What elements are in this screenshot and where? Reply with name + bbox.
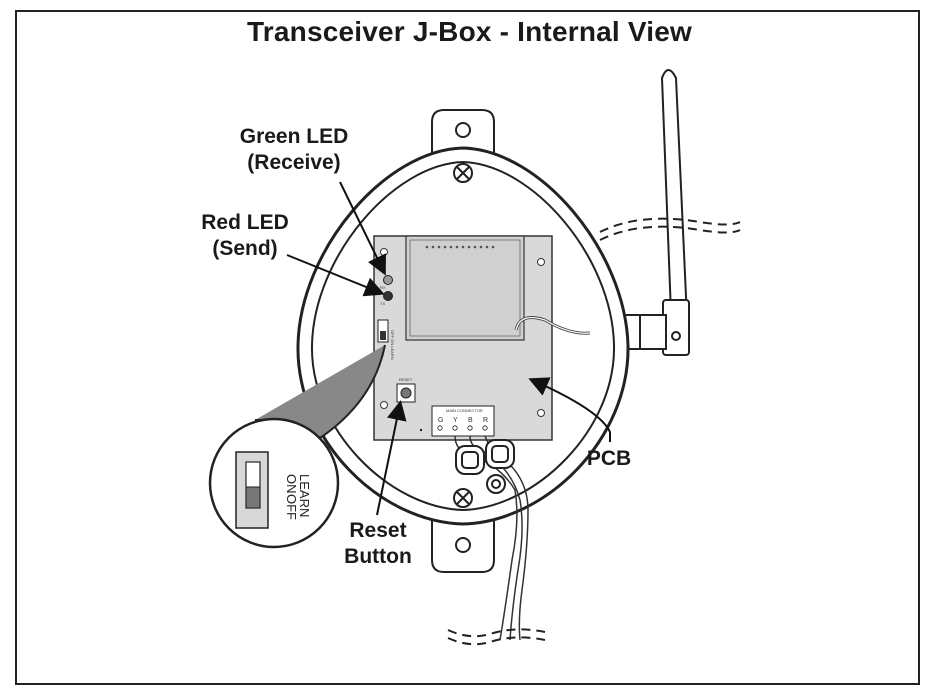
- cable-grommets: [455, 439, 515, 494]
- label-green-led: Green LED (Receive): [239, 125, 349, 174]
- green-led: [383, 275, 393, 285]
- main-connector: [431, 405, 495, 437]
- diagram-title: Transceiver J-Box - Internal View: [247, 16, 692, 47]
- leader-arrows: [286, 181, 611, 516]
- label-red-led: Red LED (Send): [201, 211, 289, 260]
- antenna-break-lines: [599, 217, 741, 241]
- svg-text:R: R: [483, 417, 488, 424]
- label-pcb: PCB: [586, 447, 632, 470]
- pcb-board: RX TX OFF ON LEARN RESET MAIN CONNECTOR …: [373, 235, 553, 441]
- svg-text:RESET: RESET: [399, 377, 413, 382]
- module-pins: [425, 245, 495, 249]
- svg-text:G: G: [438, 417, 443, 424]
- wire-break-lines: [447, 628, 546, 646]
- svg-text:RX: RX: [380, 285, 386, 290]
- bottom-mounting-tab: [431, 509, 495, 573]
- arrow-green-led: [339, 181, 386, 276]
- svg-text:Y: Y: [453, 417, 458, 424]
- switch-callout: ON OFF LEARN: [208, 344, 386, 549]
- enclosure-screw-bottom: [453, 488, 473, 508]
- antenna-whip: [660, 69, 690, 341]
- svg-text:B: B: [468, 417, 473, 424]
- red-led: [383, 291, 393, 301]
- switch-on-label: ON: [284, 474, 299, 494]
- switch-learn-label: LEARN: [297, 474, 312, 517]
- antenna-bracket-hole: [671, 331, 681, 341]
- arrow-reset-button: [376, 400, 407, 516]
- svg-text:TX: TX: [380, 301, 385, 306]
- svg-text:MAIN CONNECTOR: MAIN CONNECTOR: [446, 408, 483, 413]
- switch-inset-circle: [208, 417, 340, 549]
- rf-module: [405, 235, 525, 341]
- arrow-red-led: [286, 254, 385, 297]
- svg-text:OFF ON LEARN: OFF ON LEARN: [390, 330, 395, 360]
- switch-off-label: OFF: [284, 494, 299, 520]
- enclosure-screw-top: [453, 163, 473, 183]
- pcb-mount-holes: [380, 248, 545, 417]
- label-reset-button: Reset Button: [344, 519, 412, 568]
- arrow-pcb: [528, 377, 611, 442]
